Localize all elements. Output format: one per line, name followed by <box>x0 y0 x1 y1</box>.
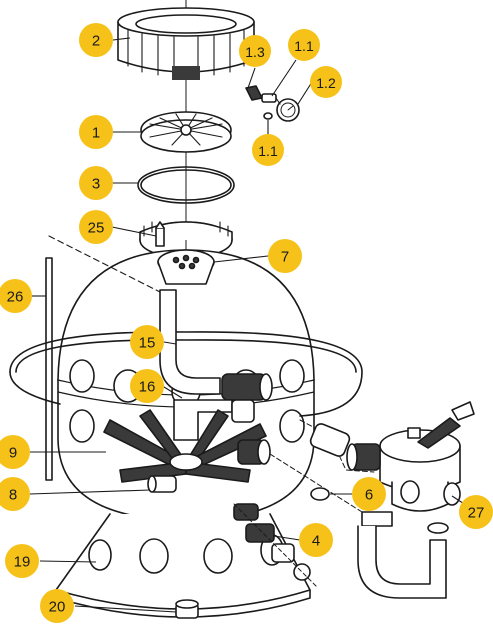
diffuser <box>157 249 215 285</box>
callout-circle <box>0 435 30 469</box>
callout-label: 16 <box>139 379 156 396</box>
pressure-gauge-assembly <box>245 85 300 122</box>
part-6-connection-pipes <box>269 419 449 599</box>
part-2-lock-ring <box>117 7 255 80</box>
part-15-riser <box>159 289 273 401</box>
callout-label: 4 <box>312 533 320 550</box>
callout-label: 1.1 <box>294 38 314 54</box>
callout-c26: 26 <box>0 279 32 313</box>
callout-circle <box>239 35 271 67</box>
callout-c15: 15 <box>130 325 164 359</box>
callout-c1-3: 1.3 <box>239 35 271 67</box>
callout-label: 7 <box>281 249 289 266</box>
part-3-o-ring <box>137 166 235 204</box>
callout-label: 2 <box>92 33 100 50</box>
callout-label: 3 <box>92 176 100 193</box>
callout-c2: 2 <box>79 23 113 57</box>
tank-side-ports <box>237 439 271 465</box>
part-9-laterals <box>103 409 267 483</box>
callout-c9: 9 <box>0 435 30 469</box>
callout-c6: 6 <box>352 477 386 511</box>
callout-label: 1.2 <box>316 75 336 91</box>
part-4-drain-assembly <box>233 503 317 587</box>
callout-label: 26 <box>7 289 24 306</box>
callout-circle <box>79 210 113 244</box>
callout-label: 27 <box>468 505 485 522</box>
callout-circle <box>79 166 113 200</box>
callout-circle <box>0 477 30 511</box>
callout-circle <box>459 495 493 529</box>
callout-label: 9 <box>9 445 17 462</box>
callout-circle <box>288 29 320 61</box>
part-26-rod <box>45 235 161 481</box>
callout-label: 20 <box>49 599 66 616</box>
callout-c1-2: 1.2 <box>310 66 342 98</box>
callout-circle <box>130 325 164 359</box>
callout-circle <box>352 477 386 511</box>
callout-circle <box>252 134 284 166</box>
callout-circle <box>0 279 32 313</box>
parts-drawing <box>9 0 475 619</box>
part-1-star-lid <box>140 111 232 153</box>
callout-label: 19 <box>14 554 31 571</box>
callout-circle <box>79 23 113 57</box>
callout-circle <box>79 115 113 149</box>
callout-label: 8 <box>9 487 17 504</box>
callouts: 2 1 3 25 7 26 15 16 9 8 19 20 6 4 27 1.3 1.1 1.2 1.1 <box>0 23 493 623</box>
callout-label: 6 <box>365 487 373 504</box>
callout-c1-1a: 1.1 <box>288 29 320 61</box>
callout-circle <box>299 523 333 557</box>
callout-c1: 1 <box>79 115 113 149</box>
callout-c4: 4 <box>299 523 333 557</box>
callout-label: 1.1 <box>258 143 278 159</box>
callout-label: 15 <box>139 335 156 352</box>
callout-circle <box>310 66 342 98</box>
callout-label: 1 <box>92 125 100 142</box>
part-27-multiport-valve <box>346 401 475 512</box>
callout-c8: 8 <box>0 477 30 511</box>
callout-c27: 27 <box>459 495 493 529</box>
part-25-air-vent <box>155 221 165 247</box>
callout-c25: 25 <box>79 210 113 244</box>
part-8-hub <box>147 453 203 493</box>
callout-label: 1.3 <box>245 44 265 60</box>
callout-circle <box>268 239 302 273</box>
callout-circle <box>130 369 164 403</box>
callout-circle <box>40 589 74 623</box>
callout-c3: 3 <box>79 166 113 200</box>
callout-c16: 16 <box>130 369 164 403</box>
strap-ring <box>9 331 363 417</box>
part-20-drain-plug <box>175 599 199 619</box>
callout-c1-1b: 1.1 <box>252 134 284 166</box>
callout-c19: 19 <box>5 544 39 578</box>
callout-label: 25 <box>88 220 105 237</box>
callout-circle <box>5 544 39 578</box>
callout-c7: 7 <box>268 239 302 273</box>
callout-c20: 20 <box>40 589 74 623</box>
